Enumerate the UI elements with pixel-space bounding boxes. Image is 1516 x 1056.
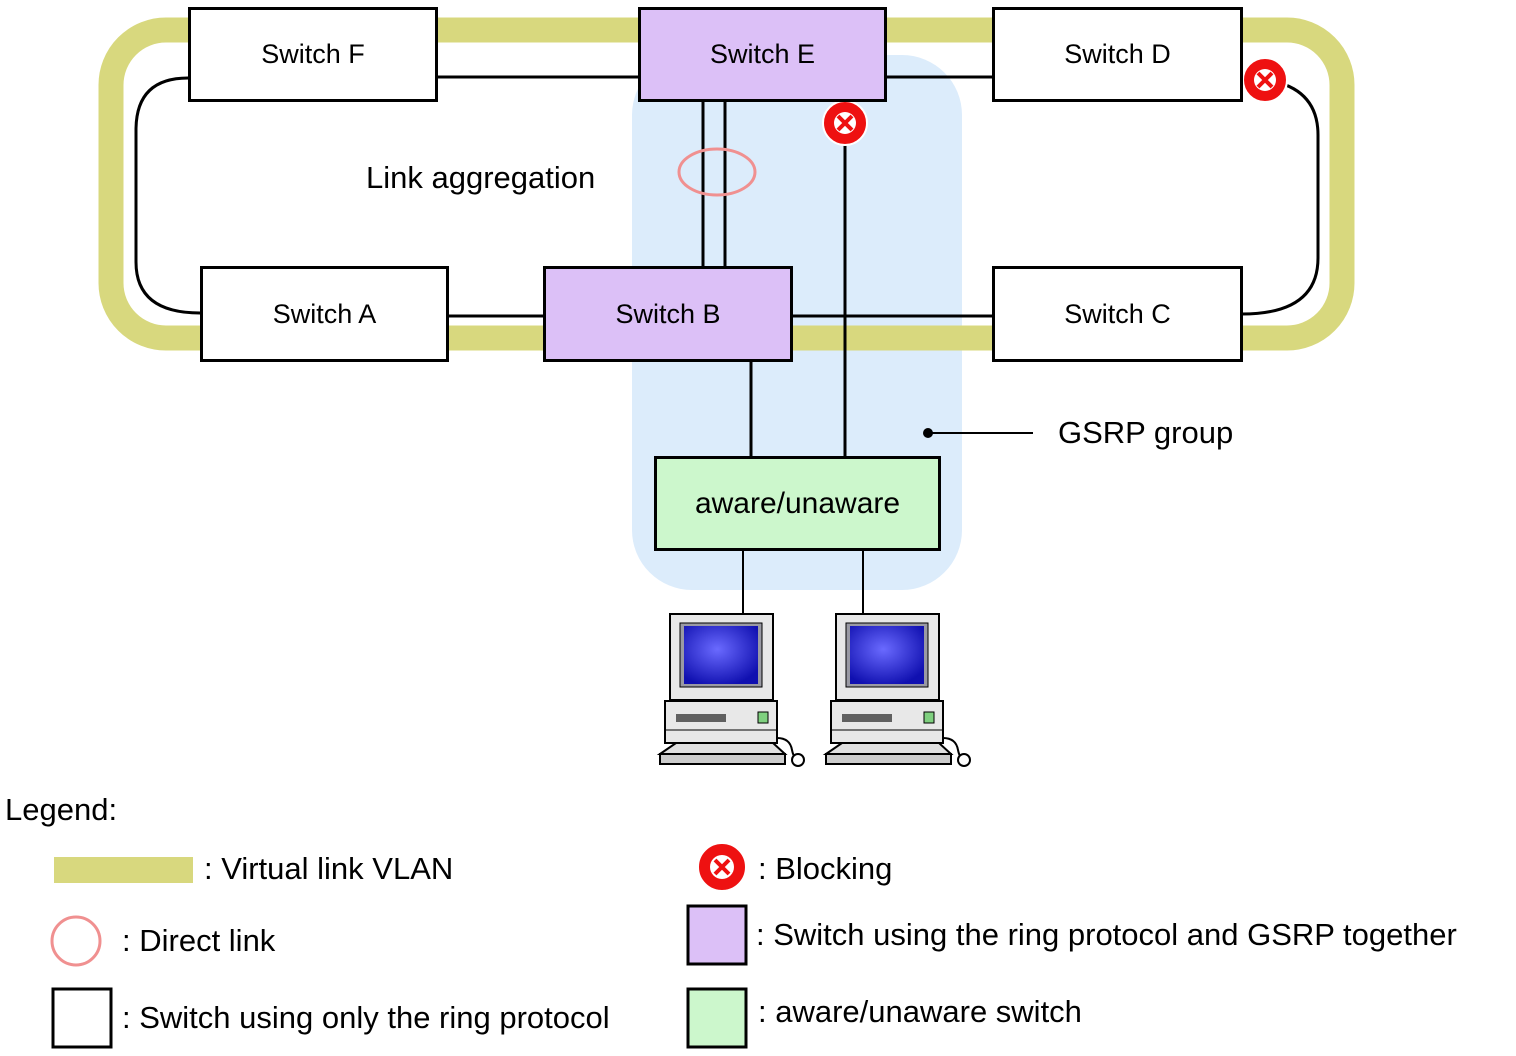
legend-aware-unaware-swatch bbox=[686, 987, 748, 1049]
legend-ring-only-swatch bbox=[51, 987, 113, 1049]
direct-link-marker bbox=[677, 147, 757, 197]
legend-direct-link-label: : Direct link bbox=[122, 923, 276, 958]
legend-blocking-label: : Blocking bbox=[758, 851, 893, 886]
aware-unaware-switch: aware/unaware bbox=[654, 456, 941, 551]
switch-b: Switch B bbox=[543, 266, 793, 362]
terminal-links bbox=[742, 550, 864, 614]
switch-f: Switch F bbox=[188, 7, 438, 102]
legend-direct-link-swatch bbox=[50, 915, 102, 967]
gsrp-group-pointer-dot bbox=[923, 428, 933, 438]
pc-terminal-icon bbox=[822, 613, 971, 767]
legend-ring-and-gsrp-label: : Switch using the ring protocol and GSR… bbox=[756, 917, 1457, 952]
switch-e: Switch E bbox=[638, 7, 887, 102]
legend-virtual-link-label: : Virtual link VLAN bbox=[204, 851, 454, 886]
legend-aware-unaware-label: : aware/unaware switch bbox=[758, 994, 1082, 1029]
legend-ring-and-gsrp-swatch bbox=[686, 904, 748, 966]
legend-virtual-link-swatch bbox=[54, 857, 193, 883]
blocking-icon bbox=[1242, 57, 1288, 103]
blocking-icon bbox=[697, 842, 747, 892]
legend-title: Legend: bbox=[5, 792, 118, 827]
ring-links bbox=[134, 75, 1320, 457]
legend-ring-only-label: : Switch using only the ring protocol bbox=[122, 1000, 610, 1035]
pc-terminal-icon bbox=[656, 613, 805, 767]
switch-d: Switch D bbox=[992, 7, 1243, 102]
blocking-icon bbox=[822, 100, 868, 146]
switch-c: Switch C bbox=[992, 266, 1243, 362]
gsrp-group-label: GSRP group bbox=[1058, 415, 1234, 450]
switch-a: Switch A bbox=[200, 266, 449, 362]
link-aggregation-label: Link aggregation bbox=[366, 160, 596, 195]
